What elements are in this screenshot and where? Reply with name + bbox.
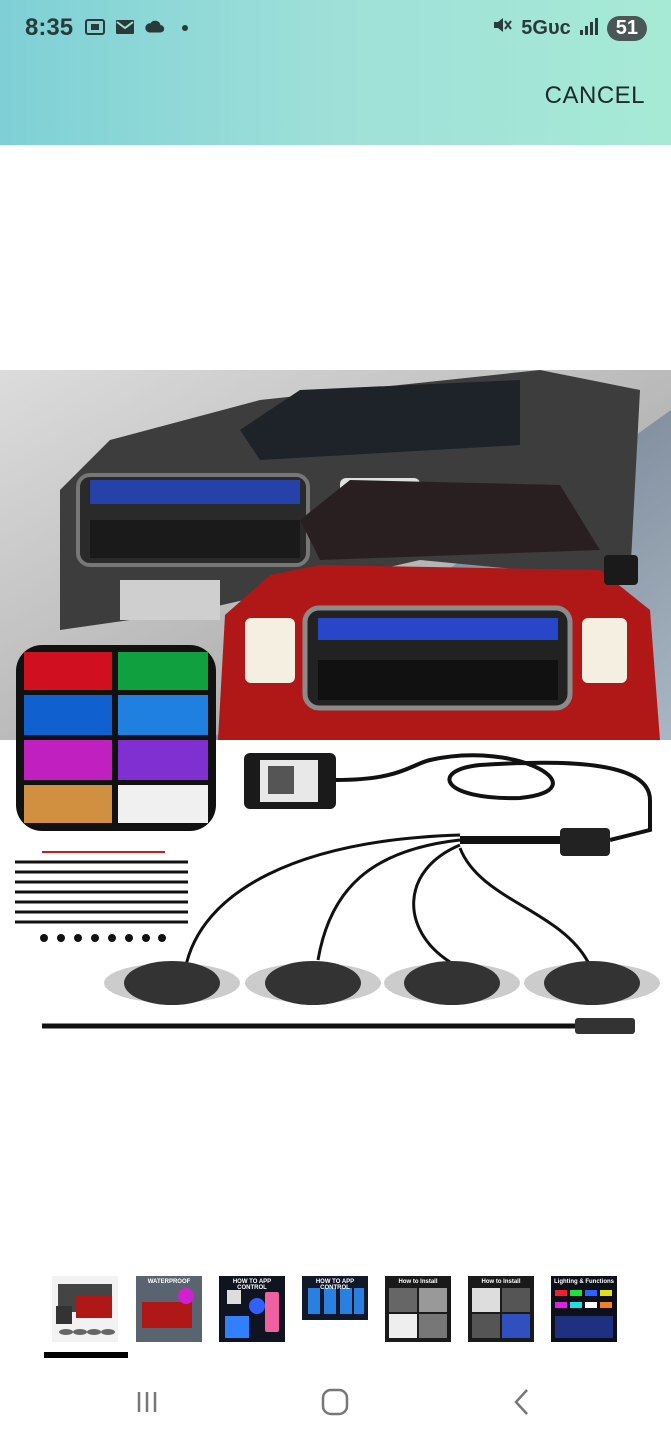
thumbnail-caption: HOW TO APP CONTROL bbox=[315, 1279, 355, 1291]
top-app-bar: 8:35 5Gᴜᴄ 51 CANCEL bbox=[0, 0, 671, 145]
mute-icon bbox=[491, 14, 513, 43]
back-icon bbox=[514, 1389, 528, 1415]
home-icon bbox=[321, 1388, 349, 1416]
thumbnail-strip: WATERPROOF HOW TO APP CONTROL HOW TO APP… bbox=[44, 1276, 644, 1358]
email-icon bbox=[114, 16, 136, 38]
status-notification-icons bbox=[84, 16, 196, 38]
thumbnail-caption: HOW TO APP CONTROL bbox=[232, 1279, 272, 1291]
cancel-button[interactable]: CANCEL bbox=[544, 82, 645, 109]
home-button[interactable] bbox=[315, 1382, 355, 1422]
dark-truck-illustration bbox=[60, 370, 640, 630]
signal-icon bbox=[579, 15, 599, 43]
dot-icon bbox=[174, 16, 196, 38]
status-system-icons: 5Gᴜᴄ 51 bbox=[491, 14, 647, 43]
thumbnail-2[interactable]: WATERPROOF bbox=[136, 1276, 202, 1342]
system-navigation-bar bbox=[0, 1362, 671, 1440]
selected-thumbnail-indicator bbox=[44, 1352, 128, 1358]
thumbnail-caption: Lighting & Functions bbox=[554, 1279, 614, 1285]
recent-apps-button[interactable] bbox=[127, 1382, 167, 1422]
thumbnail-6[interactable]: How to Install bbox=[468, 1276, 534, 1342]
thumbnail-caption: WATERPROOF bbox=[147, 1279, 191, 1285]
thumbnail-caption: How to Install bbox=[481, 1279, 521, 1285]
battery-level: 51 bbox=[606, 16, 647, 41]
cloud-icon bbox=[144, 16, 166, 38]
thumbnail-7[interactable]: Lighting & Functions bbox=[551, 1276, 617, 1342]
product-image[interactable] bbox=[0, 370, 671, 1050]
red-truck-illustration bbox=[218, 480, 660, 740]
thumbnail-3[interactable]: HOW TO APP CONTROL bbox=[219, 1276, 285, 1342]
network-type: 5Gᴜᴄ bbox=[521, 17, 571, 39]
back-button[interactable] bbox=[502, 1382, 542, 1422]
thumbnail-1[interactable] bbox=[52, 1276, 118, 1342]
recent-apps-icon bbox=[137, 1392, 157, 1412]
status-time: 8:35 bbox=[25, 14, 74, 41]
color-swatches bbox=[16, 645, 216, 831]
thumbnail-4[interactable]: HOW TO APP CONTROL bbox=[302, 1276, 368, 1342]
screenshot-icon bbox=[84, 16, 106, 38]
thumbnail-caption: How to Install bbox=[398, 1279, 438, 1285]
thumbnail-5[interactable]: How to Install bbox=[385, 1276, 451, 1342]
rock-light-pods bbox=[104, 961, 660, 1005]
